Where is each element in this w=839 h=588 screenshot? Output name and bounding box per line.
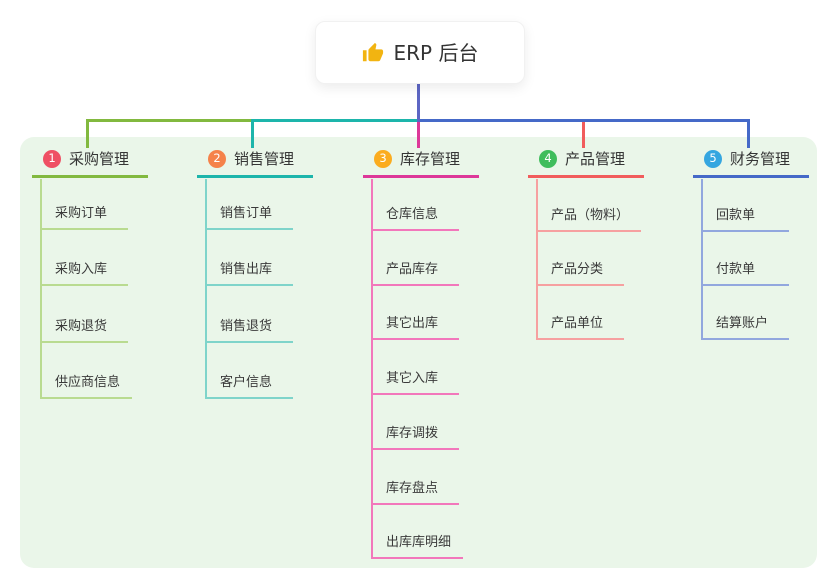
thumbs-up-icon [362,42,383,61]
child-label: 销售出库 [220,262,273,277]
child-label: 客户信息 [220,375,273,390]
child-label: 结算账户 [716,316,769,331]
child-node[interactable]: 出库库明细 [371,534,464,559]
branch-children-line [371,179,373,559]
branch-drop-line [582,119,585,148]
child-node[interactable]: 客户信息 [205,374,293,399]
branch-label: 销售管理 [234,150,295,168]
child-node[interactable]: 结算账户 [701,315,789,340]
child-node[interactable]: 其它入库 [371,370,459,395]
branch-children-line [536,179,538,340]
child-label: 产品单位 [551,316,604,331]
child-node[interactable]: 产品分类 [536,261,624,286]
root-label: ERP 后台 [393,40,479,65]
connector-line [417,119,750,122]
child-node[interactable]: 产品库存 [371,261,459,286]
child-label: 库存调拨 [386,426,439,441]
child-label: 采购订单 [55,206,108,221]
branches-panel [20,137,817,568]
child-node[interactable]: 采购订单 [40,205,128,230]
branch-number-badge: 1 [43,150,61,168]
child-node[interactable]: 供应商信息 [40,374,133,399]
child-label: 产品（物料） [551,208,630,223]
child-label: 其它入库 [386,371,439,386]
branch-children-line [701,179,703,340]
branch-number-badge: 3 [374,150,392,168]
branch-node-4[interactable]: 4 产品管理 [528,146,644,178]
child-node[interactable]: 库存调拨 [371,425,459,450]
branch-label: 库存管理 [400,150,461,168]
child-label: 付款单 [716,262,756,277]
root-node[interactable]: ERP 后台 [315,21,525,84]
child-label: 销售订单 [220,206,273,221]
child-label: 销售退货 [220,319,273,334]
branch-drop-line [417,119,420,148]
child-node[interactable]: 产品单位 [536,315,624,340]
branch-label: 财务管理 [730,150,791,168]
child-label: 出库库明细 [386,535,452,550]
child-node[interactable]: 库存盘点 [371,480,459,505]
branch-number-badge: 2 [208,150,226,168]
child-node[interactable]: 采购入库 [40,261,128,286]
branch-node-3[interactable]: 3 库存管理 [363,146,479,178]
child-label: 回款单 [716,208,756,223]
child-node[interactable]: 仓库信息 [371,206,459,231]
branch-children-line [40,179,42,399]
child-label: 产品库存 [386,262,439,277]
child-node[interactable]: 采购退货 [40,318,128,343]
branch-label: 产品管理 [565,150,626,168]
child-node[interactable]: 付款单 [701,261,789,286]
branch-label: 采购管理 [69,150,130,168]
child-node[interactable]: 其它出库 [371,315,459,340]
child-node[interactable]: 销售订单 [205,205,293,230]
branch-node-2[interactable]: 2 销售管理 [197,146,313,178]
branch-number-badge: 5 [704,150,722,168]
branch-drop-line [251,119,254,148]
child-node[interactable]: 销售退货 [205,318,293,343]
branch-drop-line [86,119,89,148]
branch-node-5[interactable]: 5 财务管理 [693,146,809,178]
child-label: 采购入库 [55,262,108,277]
branch-number-badge: 4 [539,150,557,168]
child-label: 采购退货 [55,319,108,334]
child-node[interactable]: 销售出库 [205,261,293,286]
connector-line [251,119,420,122]
child-label: 其它出库 [386,316,439,331]
child-label: 产品分类 [551,262,604,277]
branch-node-1[interactable]: 1 采购管理 [32,146,148,178]
branch-children-line [205,179,207,399]
child-label: 库存盘点 [386,481,439,496]
branch-drop-line [747,119,750,148]
child-label: 仓库信息 [386,207,439,222]
child-node[interactable]: 产品（物料） [536,207,642,232]
child-node[interactable]: 回款单 [701,207,789,232]
root-connector-line [417,82,420,122]
child-label: 供应商信息 [55,375,121,390]
